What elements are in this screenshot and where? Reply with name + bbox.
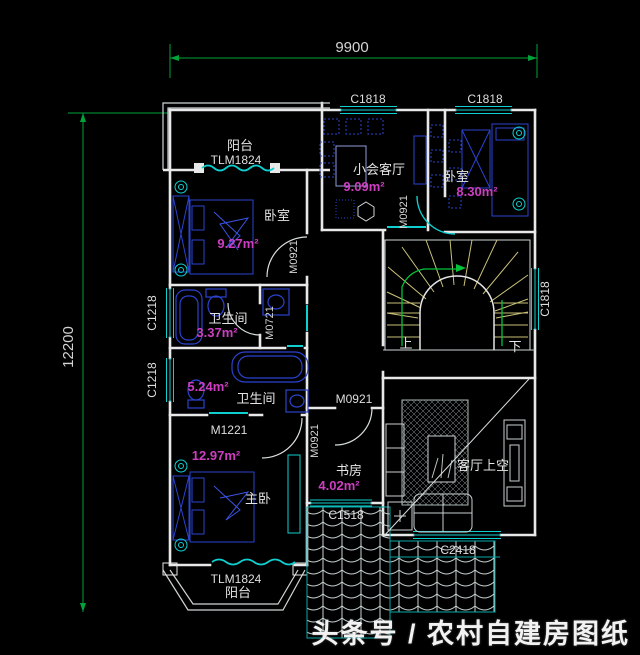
staircase: [384, 239, 531, 351]
tile-patio: [306, 506, 500, 639]
window-label-c2418: C2418: [440, 543, 476, 557]
room-label-parlor: 小会客厅: [353, 162, 405, 177]
arrow-head: [456, 264, 466, 272]
sofa-icon: [413, 135, 427, 185]
area-label-study: 4.02m²: [318, 478, 360, 493]
area-label-bath-upper: 3.37m²: [196, 325, 238, 340]
window-label-c1818-top-right: C1818: [467, 92, 503, 106]
stair-down-label: 下: [508, 339, 521, 354]
room-label-bedroom-left: 卧室: [264, 208, 290, 223]
outer-walls: [168, 108, 537, 567]
closet-icon: [287, 454, 301, 534]
area-label-bedroom-right: 8.30m²: [456, 184, 498, 199]
dimension-left-label: 12200: [60, 326, 77, 368]
bed-icon: [189, 471, 255, 543]
door-label-m0921-parlor: M0921: [398, 195, 410, 229]
door-label-m0721: M0721: [264, 306, 276, 340]
side-table-icon: [387, 501, 413, 531]
bedroom-right-furniture: [448, 123, 529, 217]
door-label-m0921-hall: M0921: [336, 392, 373, 406]
room-label-living-void: 客厅上空: [457, 458, 509, 473]
bath-upper-fixtures: [175, 288, 290, 345]
parlor-furniture: [319, 118, 444, 222]
window-label-c1218-lower: C1218: [145, 362, 159, 398]
door-label-m1221: M1221: [211, 423, 248, 437]
master-bedroom-furniture: [172, 454, 301, 543]
door-label-tlm1824-bottom: TLM1824: [211, 572, 262, 586]
window-label-c1818-right: C1818: [538, 281, 552, 317]
washbasin-icon: [285, 389, 309, 413]
watermark: 头条号 / 农村自建房图纸: [311, 619, 630, 649]
room-label-bath-upper: 卫生间: [208, 311, 247, 326]
balcony-post: [162, 562, 178, 576]
door-label-tlm1824-top: TLM1824: [211, 153, 262, 167]
toilet-icon: [205, 288, 227, 298]
window-label-c1218-upper: C1218: [145, 295, 159, 331]
bed-icon: [189, 199, 254, 275]
sofa-left-icon: [385, 423, 405, 497]
door-arcs: [227, 236, 373, 459]
living-void: [382, 378, 530, 538]
bathtub-icon: [231, 351, 309, 383]
table-icon: [335, 145, 367, 187]
balcony-top-parapet: [162, 102, 330, 170]
left-dimension: [68, 112, 168, 612]
wardrobe-icon: [172, 475, 190, 541]
bed-icon: [491, 123, 529, 217]
area-label-bath-lower: 5.24m²: [187, 379, 229, 394]
room-label-balcony-bottom: 阳台: [225, 585, 251, 600]
sliding-door-sill-bottom: [211, 558, 296, 566]
washbasin-icon: [262, 288, 290, 316]
door-jamb-block: [270, 163, 280, 173]
door-thresholds: [209, 226, 426, 414]
windows: [166, 106, 539, 539]
interior-walls: [168, 101, 537, 567]
tv-cabinet-icon: [503, 419, 526, 507]
bedroom-left-furniture: [172, 195, 254, 275]
bath-lower-fixtures: [187, 351, 309, 413]
area-label-bedroom-left: 9.27m²: [217, 236, 259, 251]
balcony-bottom: [162, 569, 306, 611]
window-label-c1818-top-left: C1818: [350, 92, 386, 106]
dimension-top-label: 9900: [335, 39, 368, 56]
window-label-c1518: C1518: [328, 508, 364, 522]
room-label-study: 书房: [336, 463, 362, 478]
sliding-door-sill-top: [201, 164, 275, 172]
room-label-bedroom-right: 卧室: [443, 169, 469, 184]
entry-door-arc: [416, 195, 456, 235]
stair-direction-arrows: [401, 268, 503, 346]
area-label-master: 12.97m²: [192, 448, 241, 463]
corner-fans: [174, 126, 526, 552]
stool-icon: [357, 201, 375, 222]
door-label-m0921-study: M0921: [309, 424, 321, 458]
stair-arch: [419, 275, 495, 350]
area-label-parlor: 9.09m²: [343, 179, 385, 194]
top-dimension: [169, 44, 538, 78]
room-label-master: 主卧: [245, 491, 271, 506]
room-label-bath-lower: 卫生间: [236, 391, 275, 406]
bathtub-icon: [175, 289, 203, 345]
door-jamb-block: [194, 163, 204, 173]
door-label-m0921-bedroom-left: M0921: [288, 240, 300, 274]
stair-up-label: 上: [399, 336, 412, 351]
room-label-balcony-top: 阳台: [227, 138, 253, 153]
